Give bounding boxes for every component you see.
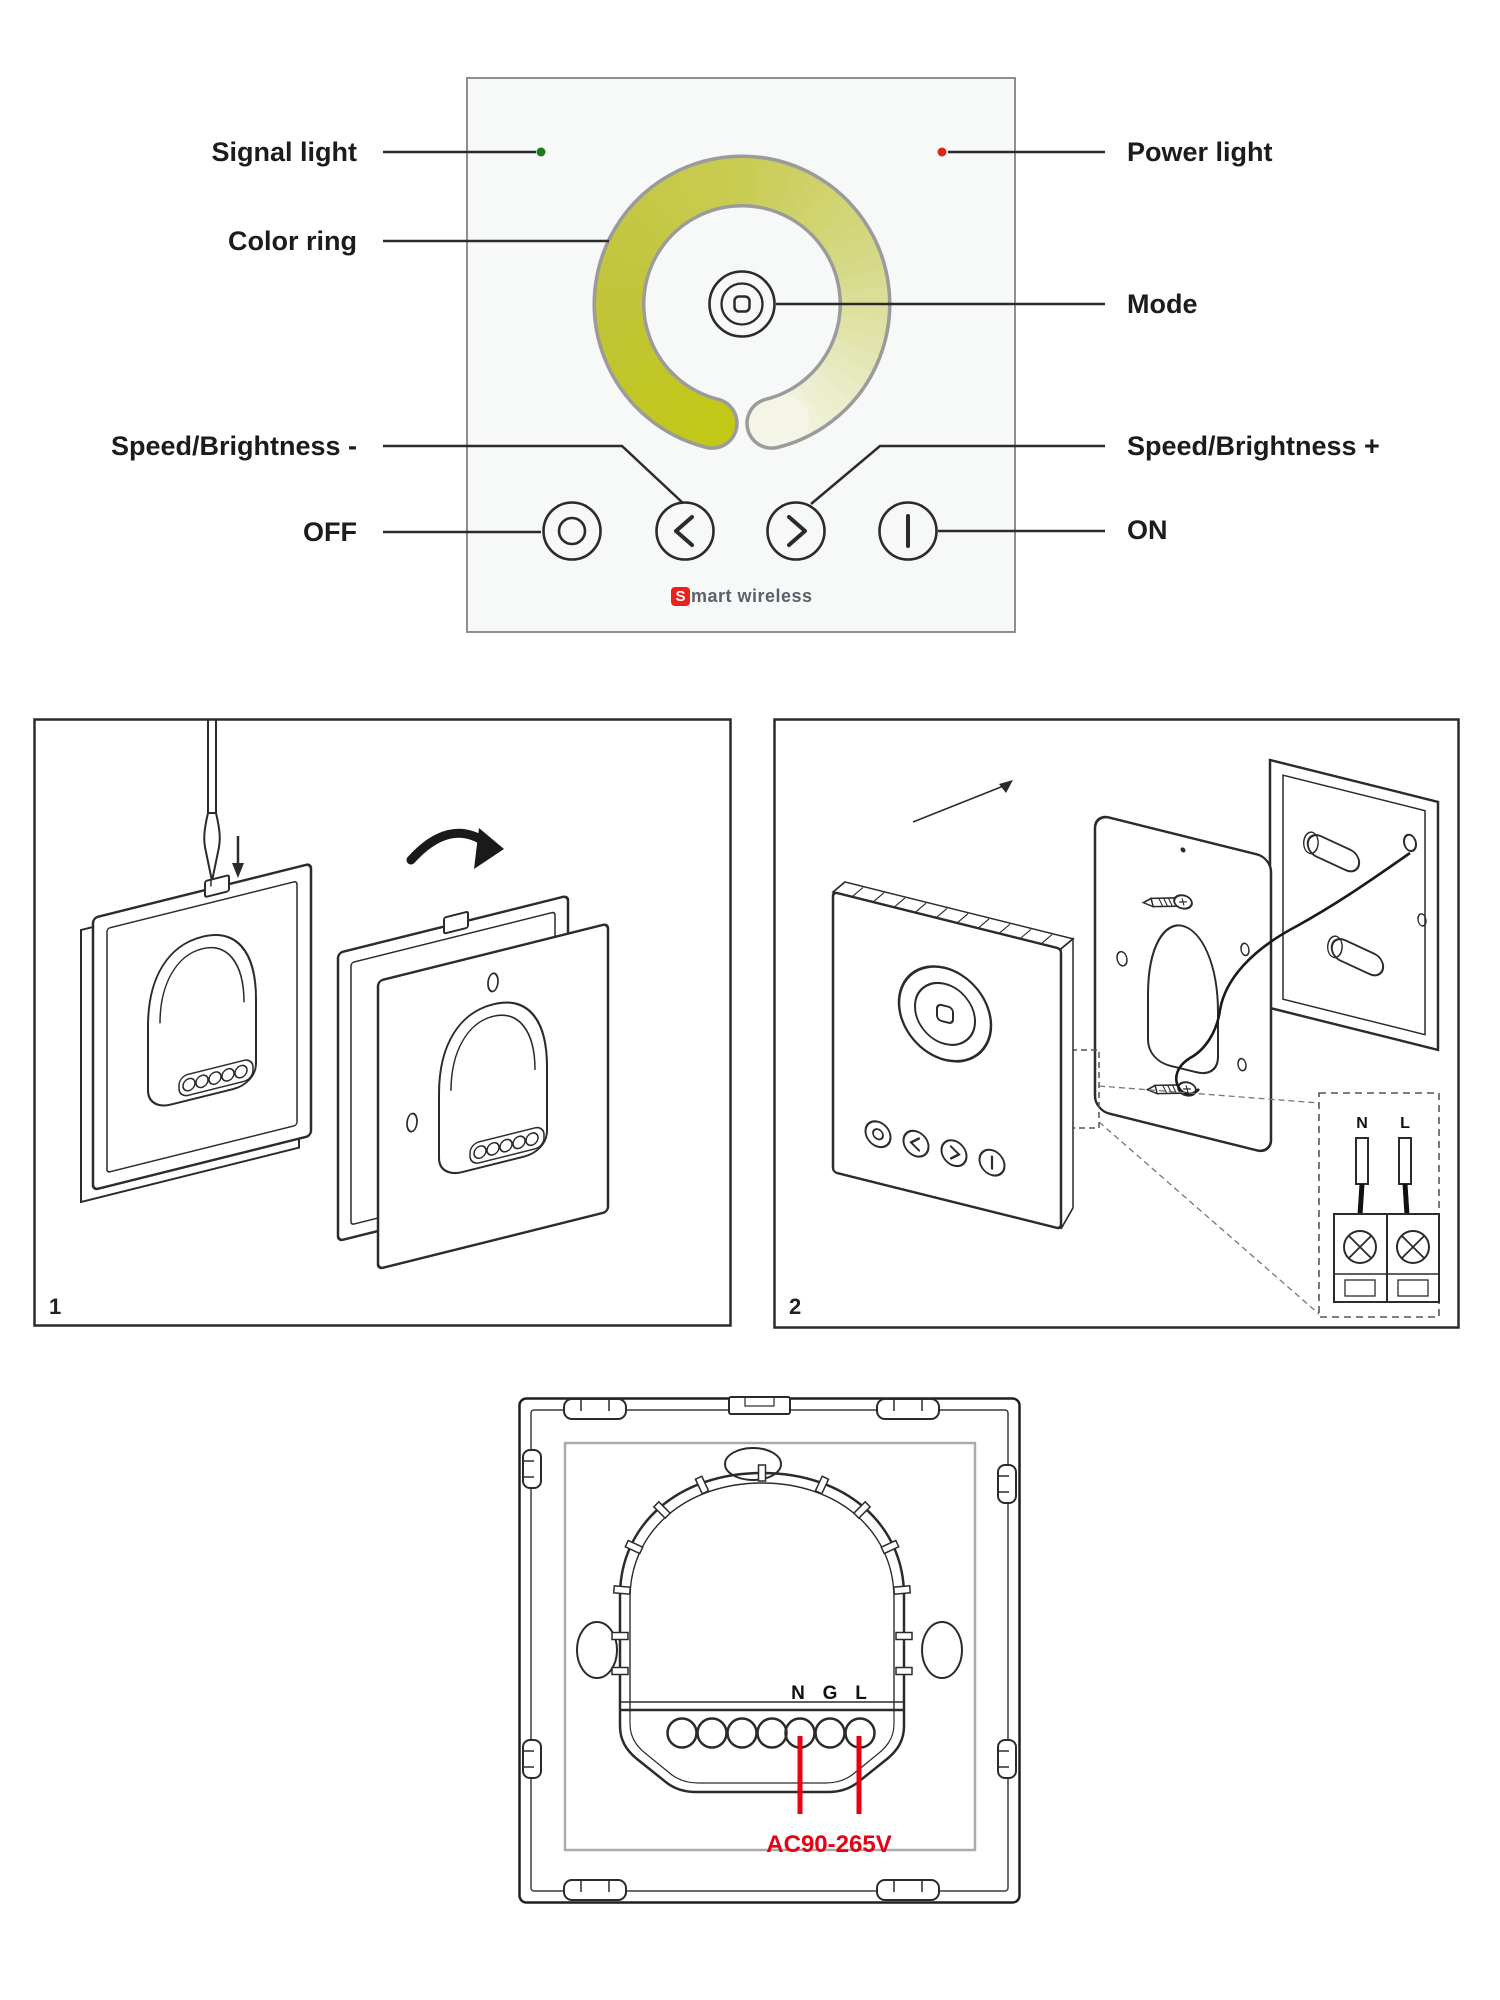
wire-hole xyxy=(1403,833,1417,853)
color-ring[interactable] xyxy=(592,154,892,450)
off-button xyxy=(864,1120,892,1149)
power-wire xyxy=(1175,851,1411,1096)
installation-step2: 2 xyxy=(773,718,1460,1329)
detail-link-line xyxy=(1098,1085,1320,1104)
mount-boss xyxy=(1327,935,1385,977)
step2-number: 2 xyxy=(789,1294,801,1319)
screw-hole xyxy=(1417,913,1427,927)
latch-tab xyxy=(443,910,469,935)
inset-l-label: L xyxy=(1400,1115,1410,1132)
panel-cover-removal xyxy=(336,895,610,1270)
on-label: ON xyxy=(1127,515,1168,545)
chevron-right-icon xyxy=(787,515,807,547)
back-gray-frame xyxy=(563,1441,977,1852)
mount-boss xyxy=(1303,831,1361,873)
mode-button[interactable] xyxy=(708,270,776,338)
terminal-block xyxy=(1333,1213,1440,1303)
module-dome xyxy=(1147,924,1219,1075)
wire-pin xyxy=(1398,1137,1412,1185)
mount-hole-right xyxy=(921,1621,963,1679)
speed-minus-label: Speed/Brightness - xyxy=(110,431,357,461)
leader-lines xyxy=(383,150,1105,534)
step1-number: 1 xyxy=(49,1294,61,1319)
speed-plus-button[interactable] xyxy=(766,501,826,561)
mode-label: Mode xyxy=(1127,289,1198,319)
off-button[interactable] xyxy=(542,501,602,561)
mount-clips xyxy=(522,1396,1017,1901)
mount-hole-top xyxy=(724,1447,782,1481)
terminal-g-label: G xyxy=(823,1683,838,1704)
panel-3d-view xyxy=(831,881,1075,1230)
logo-text: mart wireless xyxy=(691,586,813,606)
screw-hole xyxy=(406,1112,418,1133)
screw-hole xyxy=(1116,950,1128,967)
module-dome xyxy=(438,1001,548,1174)
off-icon xyxy=(557,516,587,546)
terminal-n-label: N xyxy=(791,1683,805,1704)
screw-hole xyxy=(1237,1057,1247,1072)
screw-hole xyxy=(1240,942,1250,957)
panel-back-view: N G L AC90-265V xyxy=(518,1396,1021,1904)
wall-box xyxy=(1268,758,1440,1052)
plus-button xyxy=(940,1139,968,1168)
screw-icon xyxy=(1141,894,1193,910)
color-ring-label: Color ring xyxy=(228,226,357,256)
module-dome xyxy=(147,934,257,1107)
speed-plus-label: Speed/Brightness + xyxy=(1127,431,1380,461)
down-arrow-icon xyxy=(232,836,244,878)
mounting-plate xyxy=(1093,815,1273,1153)
ring-outline xyxy=(897,965,993,1063)
wire-pin xyxy=(1355,1137,1369,1185)
panel-front-view xyxy=(80,863,313,1204)
off-label: OFF xyxy=(303,517,357,547)
rotate-arrow-icon xyxy=(406,828,504,869)
terminal-l-label: L xyxy=(855,1683,867,1704)
direction-arrow-icon xyxy=(912,780,1013,823)
detail-link-line xyxy=(1098,1121,1320,1315)
screwdriver-icon xyxy=(203,720,221,882)
mount-hole-left xyxy=(576,1621,618,1679)
speed-minus-button[interactable] xyxy=(655,501,715,561)
on-button[interactable] xyxy=(878,501,938,561)
screw-hole xyxy=(487,972,499,993)
minus-button xyxy=(902,1129,930,1158)
chevron-left-icon xyxy=(674,515,694,547)
installation-step1: 1 xyxy=(33,718,732,1327)
signal-light-led xyxy=(536,147,546,157)
voltage-label: AC90-265V xyxy=(766,1831,891,1858)
power-light-label: Power light xyxy=(1127,137,1273,167)
touch-panel-diagram xyxy=(383,77,1105,633)
dome-notches xyxy=(611,1464,913,1676)
inset-n-label: N xyxy=(1356,1115,1368,1132)
logo-s-icon: S xyxy=(671,587,690,606)
wiring-inset: N L xyxy=(1318,1092,1440,1318)
power-light-led xyxy=(937,147,947,157)
signal-light-label: Signal light xyxy=(211,137,358,167)
